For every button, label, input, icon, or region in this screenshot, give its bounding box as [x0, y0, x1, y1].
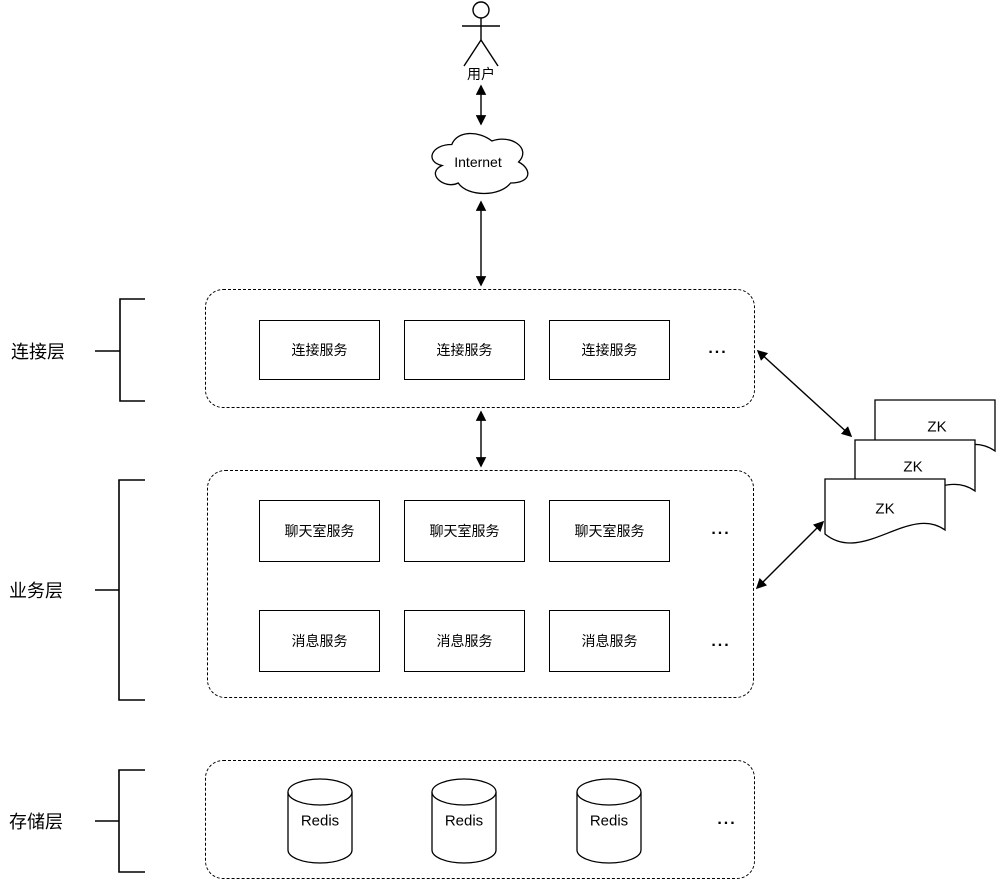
connection-service-box-3: 连接服务 [549, 320, 670, 380]
chatroom-service-box-1: 聊天室服务 [259, 500, 380, 562]
storage-layer-container [205, 760, 755, 879]
redis-cylinder-2 [431, 778, 497, 864]
chatroom-service-box-3: 聊天室服务 [549, 500, 670, 562]
redis-cylinder-3 [576, 778, 642, 864]
storage-layer-ellipsis: ... [717, 811, 737, 828]
redis-label-2: Redis [444, 812, 484, 830]
internet-label: Internet [454, 154, 502, 170]
connection-service-box-2: 连接服务 [404, 320, 525, 380]
zk-label-middle: ZK [903, 458, 923, 476]
user-actor-icon [462, 1, 500, 67]
bracket-connection-layer [95, 298, 145, 402]
message-row-ellipsis: ... [711, 633, 731, 650]
connection-layer-container [205, 289, 755, 408]
message-service-box-1: 消息服务 [259, 610, 380, 672]
message-service-box-3: 消息服务 [549, 610, 670, 672]
chatroom-service-box-2: 聊天室服务 [404, 500, 525, 562]
internet-cloud [431, 132, 529, 195]
business-layer-container [207, 470, 754, 698]
redis-label-1: Redis [300, 812, 340, 830]
bracket-storage-layer [95, 769, 145, 873]
business-layer-label: 业务层 [9, 581, 63, 601]
user-actor-label: 用户 [467, 66, 495, 82]
connection-layer-ellipsis: ... [708, 340, 728, 357]
message-service-box-2: 消息服务 [404, 610, 525, 672]
connection-layer-label: 连接层 [11, 342, 65, 362]
redis-label-3: Redis [589, 812, 629, 830]
arrow-business-zk [755, 520, 825, 590]
chatroom-row-ellipsis: ... [711, 521, 731, 538]
zk-label-back: ZK [927, 418, 947, 436]
zk-label-front: ZK [875, 500, 895, 518]
connection-service-box-1: 连接服务 [259, 320, 380, 380]
zk-document-front [824, 478, 946, 544]
storage-layer-label: 存储层 [9, 812, 63, 832]
bracket-business-layer [95, 479, 145, 701]
redis-cylinder-1 [287, 778, 353, 864]
arrow-connection-zk [756, 349, 853, 438]
